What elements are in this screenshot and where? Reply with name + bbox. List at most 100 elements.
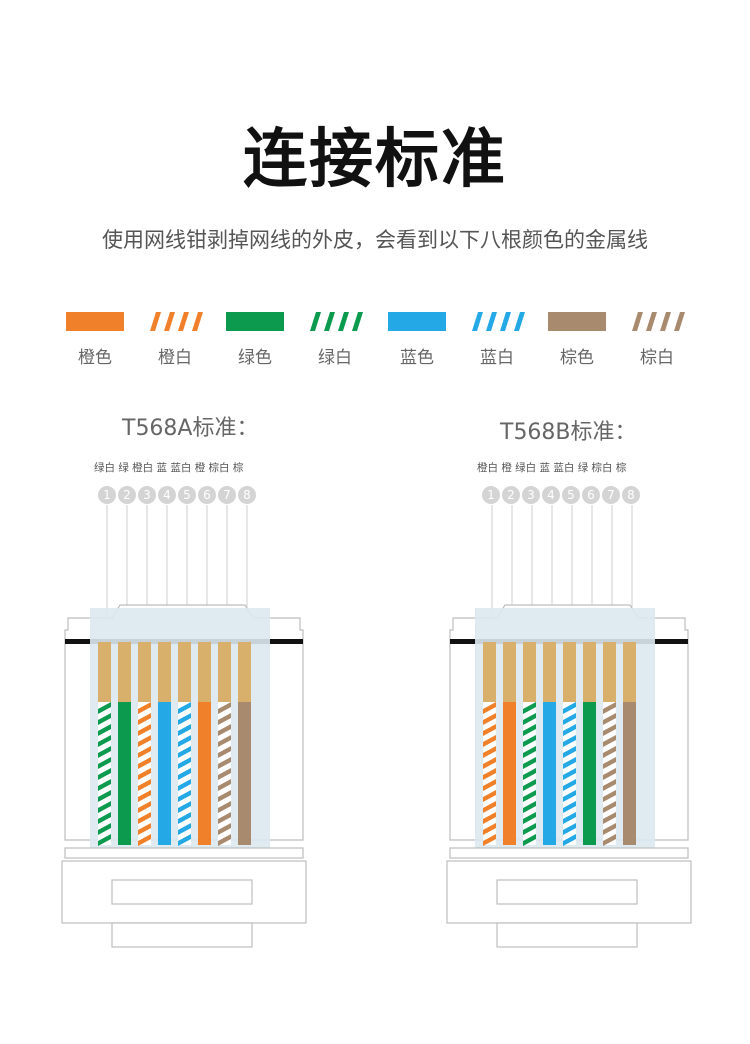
wire-stripe [98, 790, 111, 802]
legend-label: 橙白 [158, 348, 192, 368]
swatch-stripe [164, 312, 175, 331]
legend-label: 蓝白 [480, 348, 514, 368]
wire-stripe [138, 812, 151, 824]
t568a-pin-numbers: 1 2 3 4 5 6 7 8 [98, 486, 258, 506]
wire-stripe [98, 713, 111, 725]
swatch-fill [388, 312, 446, 331]
wire-stripe [483, 746, 496, 758]
swatch-stripe [338, 312, 349, 331]
swatch-stripe [632, 312, 643, 331]
wire-stripe [563, 801, 576, 813]
pin-number: 3 [138, 486, 156, 504]
wire-stripe [178, 779, 191, 791]
wire-stripe [603, 823, 616, 835]
wire-stripe [218, 757, 231, 769]
cable-stub [111, 922, 253, 948]
wire-stripe [563, 724, 576, 736]
t568b-connector-diagram [446, 505, 692, 948]
gold-contact [238, 642, 251, 702]
wire-stripe [603, 779, 616, 791]
wire-stripe [523, 735, 536, 747]
gold-contact [523, 642, 536, 702]
pin-number: 6 [582, 486, 600, 504]
wire-stripe [178, 724, 191, 736]
wire-stripe [138, 746, 151, 758]
wire-stripe [523, 757, 536, 769]
gold-contact [503, 642, 516, 702]
wire-stripe [98, 724, 111, 736]
wire-stripe [483, 790, 496, 802]
legend-swatch [472, 312, 525, 331]
wire-stripe [483, 757, 496, 769]
wire-stripe [218, 768, 231, 780]
wire-stripe [138, 823, 151, 835]
pin-number: 5 [178, 486, 196, 504]
wire-stripe [138, 779, 151, 791]
legend-label: 绿色 [238, 348, 272, 368]
wire-stripe [523, 702, 536, 714]
legend-swatch [226, 312, 284, 331]
wire-stripe [138, 713, 151, 725]
wire-stripe [218, 823, 231, 835]
wire-stripe [523, 812, 536, 824]
legend-item-orange-white: 橙白 [146, 312, 208, 368]
legend-item-blue-white: 蓝白 [468, 312, 530, 368]
wire-stripe [563, 735, 576, 747]
wire-stripe [178, 834, 191, 846]
wire-stripe [98, 757, 111, 769]
wire-stripe [178, 713, 191, 725]
wire-stripe [138, 790, 151, 802]
wire-stripe [603, 713, 616, 725]
wire-stripe [563, 834, 576, 846]
wire-stripe [603, 735, 616, 747]
swatch-stripe [150, 312, 161, 331]
boot-window [111, 879, 253, 905]
gold-contact [138, 642, 151, 702]
gold-contact [563, 642, 576, 702]
t568a-connector-diagram [61, 505, 307, 948]
wire-stripe [98, 834, 111, 846]
legend-swatch [150, 312, 203, 331]
wire-stripe [563, 746, 576, 758]
legend-swatch [388, 312, 446, 331]
swatch-stripe [514, 312, 525, 331]
gold-contact [178, 642, 191, 702]
wire-solid [238, 702, 251, 845]
wire-stripe [563, 779, 576, 791]
wire-stripe [483, 768, 496, 780]
wire-stripe [563, 790, 576, 802]
wire-stripe [178, 768, 191, 780]
wire-stripe [483, 801, 496, 813]
legend-swatch [632, 312, 685, 331]
pin-number: 4 [542, 486, 560, 504]
wire-solid [503, 702, 516, 845]
wire-stripe [523, 790, 536, 802]
legend-label: 棕色 [560, 348, 594, 368]
legend-swatch [548, 312, 606, 331]
wire-stripe [483, 812, 496, 824]
wire-stripe [523, 746, 536, 758]
wire-stripe [603, 801, 616, 813]
wire-stripe [523, 768, 536, 780]
wire-stripe [138, 834, 151, 846]
legend-item-brown: 棕色 [548, 312, 610, 368]
gold-contact [583, 642, 596, 702]
wire-stripe [603, 812, 616, 824]
wire-stripe [483, 735, 496, 747]
swatch-stripe [178, 312, 189, 331]
swatch-stripe [192, 312, 203, 331]
swatch-stripe [352, 312, 363, 331]
boot-window [496, 879, 638, 905]
pin-number: 1 [482, 486, 500, 504]
wire-solid [543, 702, 556, 845]
wire-stripe [218, 801, 231, 813]
pin-number: 1 [98, 486, 116, 504]
legend-label: 绿白 [318, 348, 352, 368]
swatch-stripe [660, 312, 671, 331]
t568a-title: T568A标准： [122, 416, 259, 441]
wire-stripe [98, 746, 111, 758]
wire-stripe [218, 790, 231, 802]
wire-stripe [563, 757, 576, 769]
gold-contact [118, 642, 131, 702]
wire-stripe [98, 801, 111, 813]
